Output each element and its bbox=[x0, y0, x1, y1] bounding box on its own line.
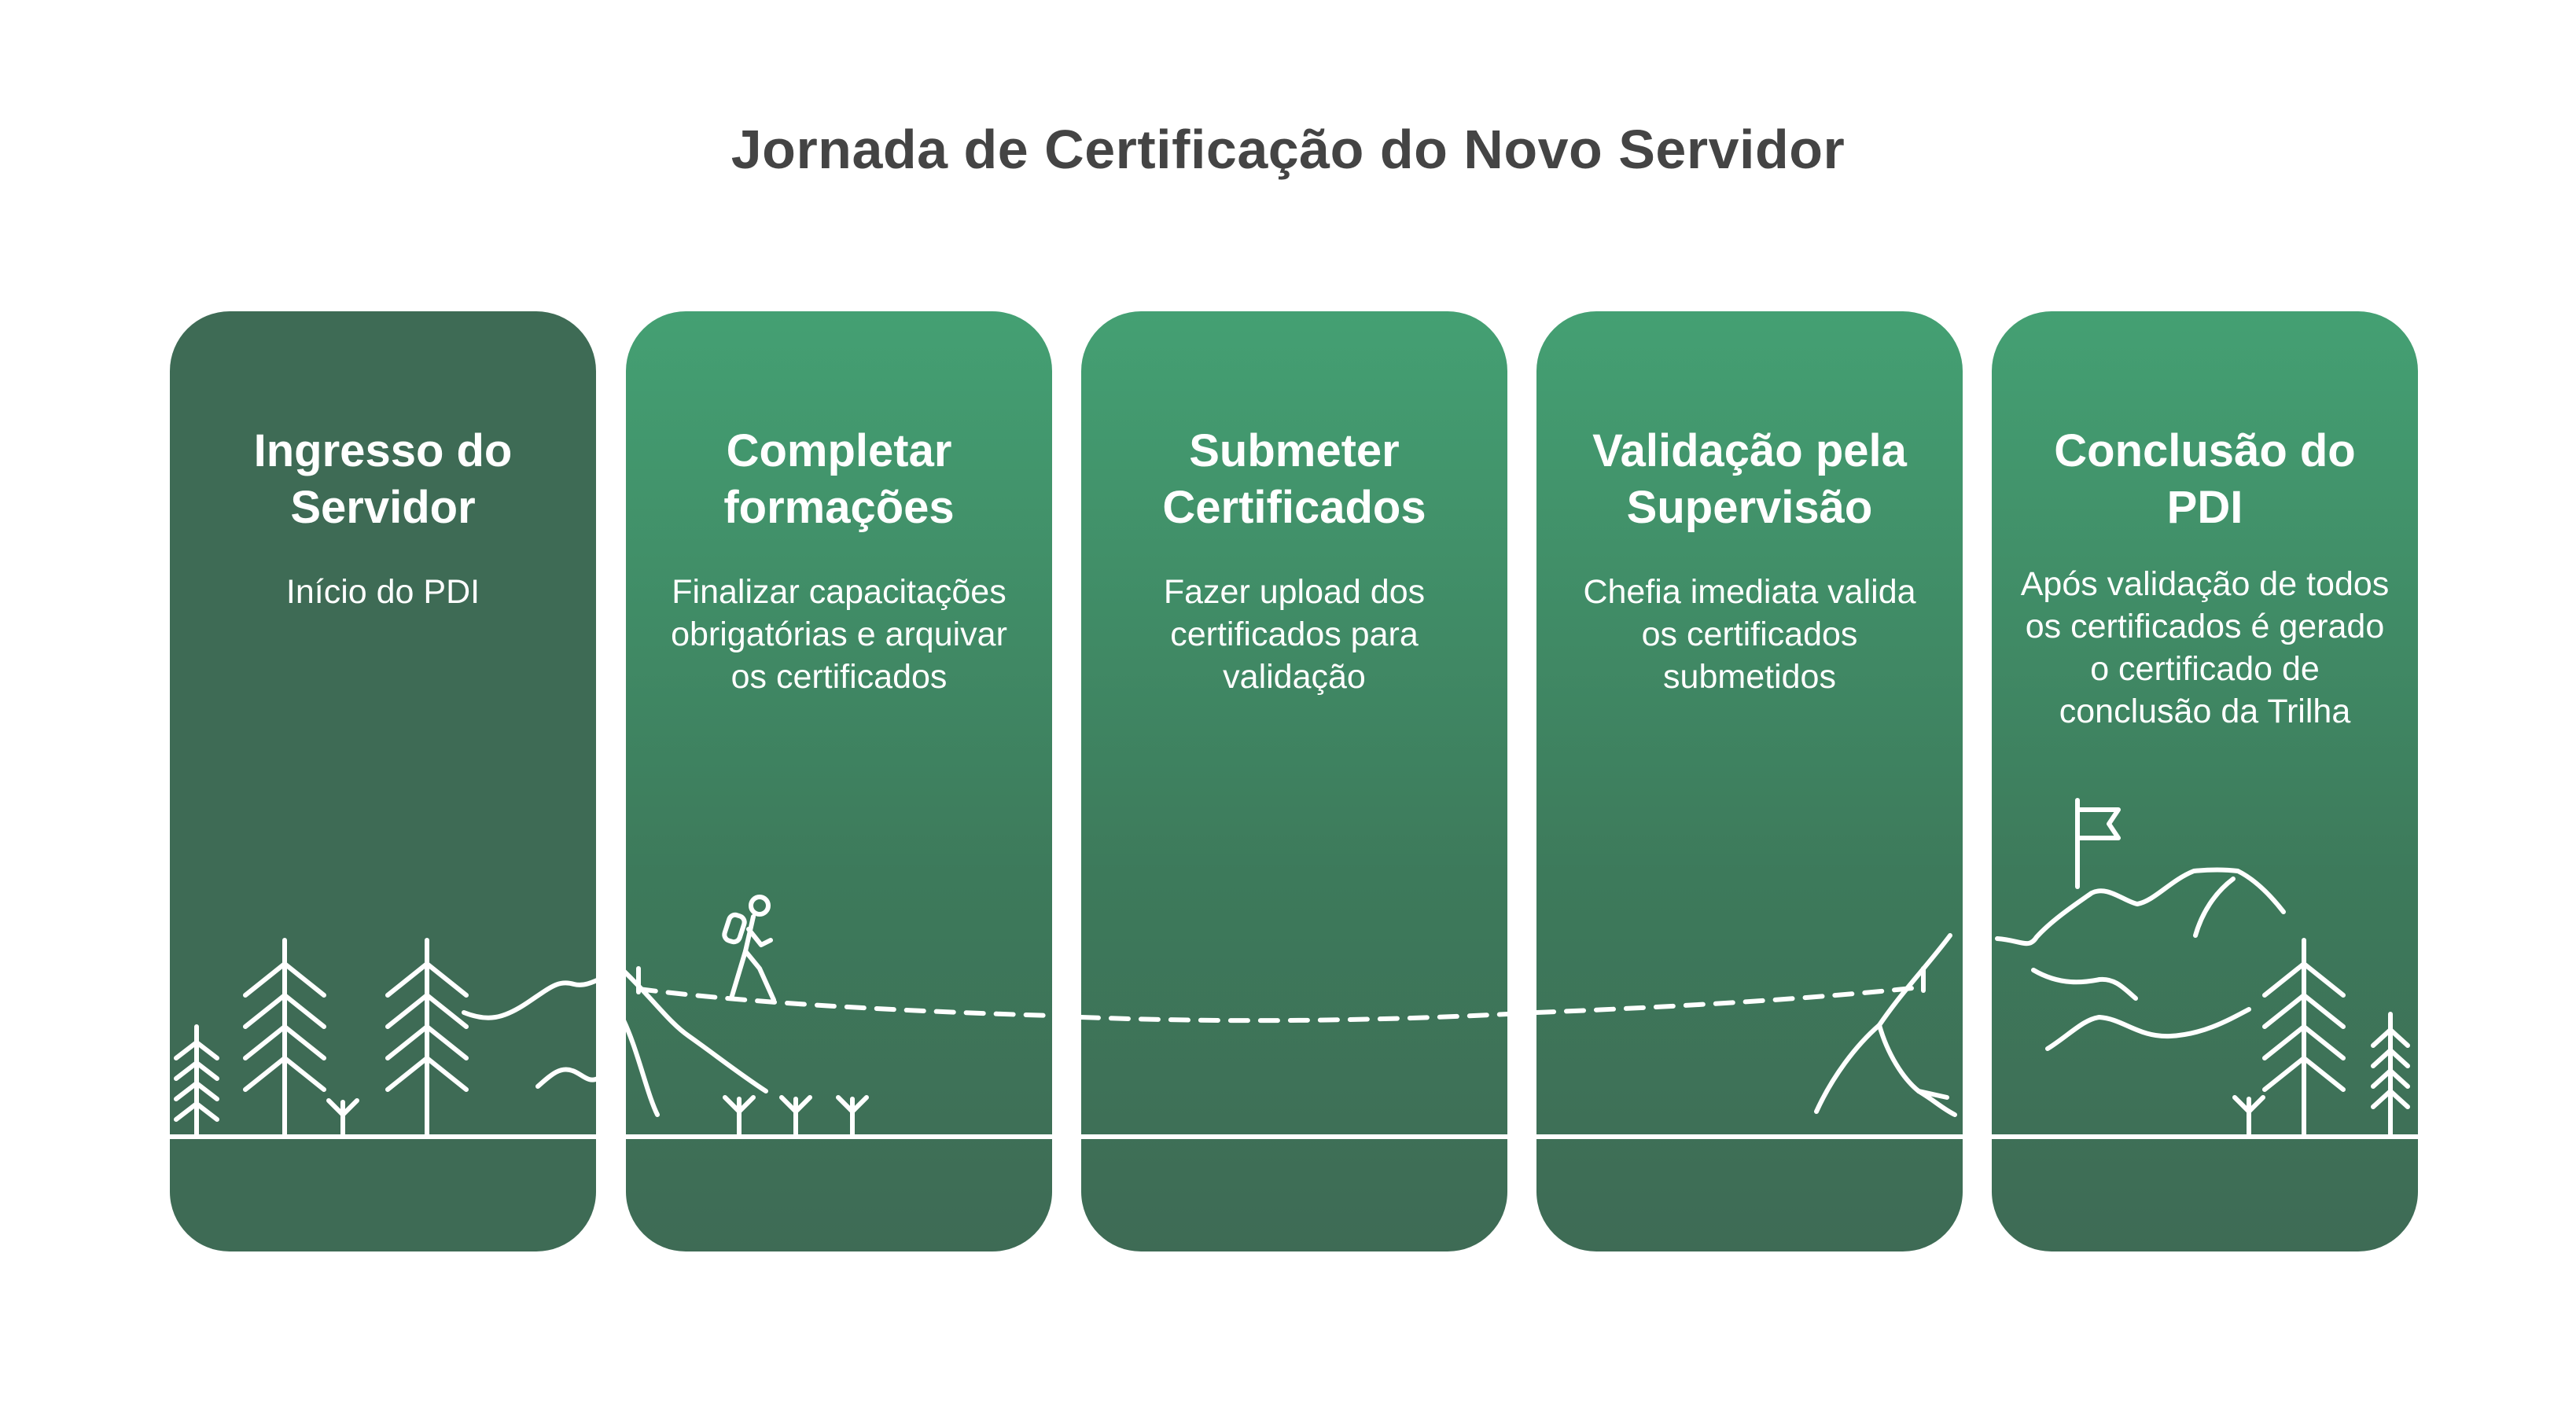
step-title-line: Conclusão do bbox=[2054, 425, 2356, 476]
step-card-submeter: Submeter Certificados Fazer upload dos c… bbox=[1081, 311, 1507, 1251]
step-description: Chefia imediata valida os certificados s… bbox=[1583, 573, 1916, 696]
step-description: Finalizar capacitações obrigatórias e ar… bbox=[671, 573, 1007, 696]
page-title: Jornada de Certificação do Novo Servidor bbox=[730, 119, 1846, 180]
step-title: Validação pela Supervisão bbox=[1552, 423, 1947, 536]
step-title-line: formações bbox=[723, 482, 955, 533]
step-title-line: Validação pela bbox=[1592, 425, 1907, 476]
step-title-line: Servidor bbox=[290, 482, 476, 533]
step-title: Ingresso do Servidor bbox=[186, 423, 580, 536]
step-title-line: Certificados bbox=[1162, 482, 1426, 533]
step-title-line: Completar bbox=[726, 425, 952, 476]
step-title-line: PDI bbox=[2166, 482, 2243, 533]
step-title: Completar formações bbox=[642, 423, 1036, 536]
step-description: Após validação de todos os certificados … bbox=[2020, 565, 2390, 730]
step-title: Submeter Certificados bbox=[1097, 423, 1492, 536]
step-description: Fazer upload dos certificados para valid… bbox=[1163, 573, 1426, 696]
step-card-validacao: Validação pela Supervisão Chefia imediat… bbox=[1536, 311, 1963, 1251]
step-title: Conclusão do PDI bbox=[2007, 423, 2402, 536]
step-card-conclusao: Conclusão do PDI Após validação de todos… bbox=[1992, 311, 2418, 1251]
step-title-line: Submeter bbox=[1189, 425, 1400, 476]
step-card-completar: Completar formações Finalizar capacitaçõ… bbox=[626, 311, 1052, 1251]
step-title-line: Supervisão bbox=[1626, 482, 1873, 533]
step-card-ingresso: Ingresso do Servidor Início do PDI bbox=[170, 311, 596, 1251]
step-title-line: Ingresso do bbox=[253, 425, 513, 476]
step-description: Início do PDI bbox=[285, 573, 480, 611]
